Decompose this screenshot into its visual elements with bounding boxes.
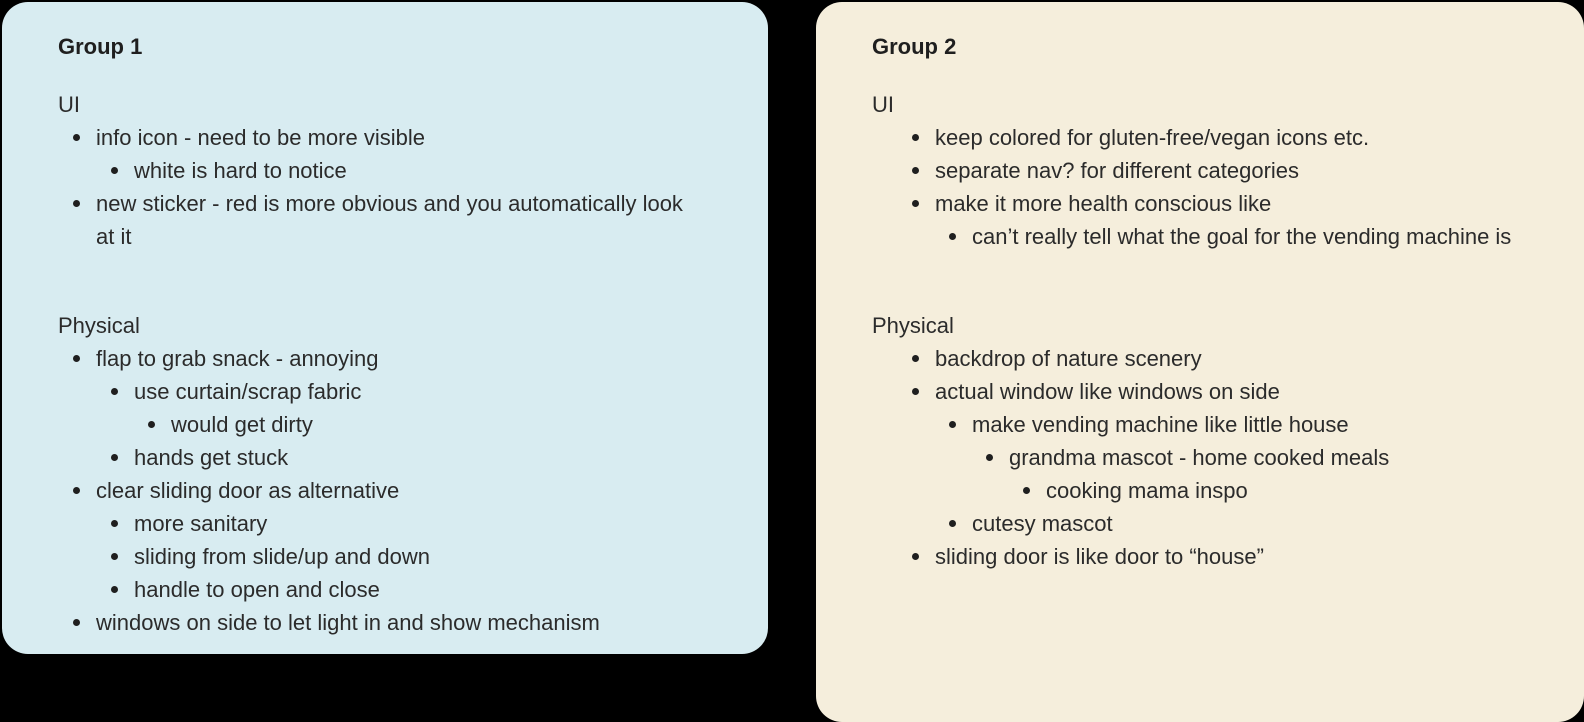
item-text: separate nav? for different categories xyxy=(935,158,1300,183)
bullet-icon xyxy=(73,474,96,507)
bullet-icon xyxy=(912,187,935,220)
list-item: would get dirty xyxy=(148,408,728,441)
list-item: handle to open and close xyxy=(111,573,728,606)
section-label: UI xyxy=(872,92,894,117)
list-item: grandma mascot - home cooked meals xyxy=(986,441,1544,474)
list-item: sliding door is like door to “house” xyxy=(912,540,1544,573)
group-title: Group 1 xyxy=(58,34,143,59)
bullet-icon xyxy=(73,606,96,639)
item-text: backdrop of nature scenery xyxy=(935,346,1202,371)
bullet-icon xyxy=(111,573,134,606)
item-text: sliding door is like door to “house” xyxy=(935,544,1264,569)
section-physical: Physical backdrop of nature scenery actu… xyxy=(872,309,1544,573)
item-text: more sanitary xyxy=(134,511,268,536)
list-item: cutesy mascot xyxy=(949,507,1544,540)
item-text: can’t really tell what the goal for the … xyxy=(972,224,1512,249)
section-physical: Physical flap to grab snack - annoying u… xyxy=(58,309,728,639)
bullet-icon xyxy=(111,540,134,573)
bullet-icon xyxy=(111,154,134,187)
item-text: white is hard to notice xyxy=(134,158,347,183)
item-text: windows on side to let light in and show… xyxy=(96,610,600,635)
section-label: Physical xyxy=(58,313,140,338)
item-text: use curtain/scrap fabric xyxy=(134,379,362,404)
group-1-card[interactable]: Group 1 UI info icon - need to be more v… xyxy=(2,2,768,654)
group-title: Group 2 xyxy=(872,34,957,59)
item-text: clear sliding door as alternative xyxy=(96,478,400,503)
bullet-icon xyxy=(111,375,134,408)
item-text: actual window like windows on side xyxy=(935,379,1280,404)
list-item: flap to grab snack - annoying xyxy=(73,342,728,375)
list-item: hands get stuck xyxy=(111,441,728,474)
bullet-icon xyxy=(148,408,171,441)
bullet-icon xyxy=(986,441,1009,474)
list-item: can’t really tell what the goal for the … xyxy=(949,220,1544,253)
item-text: would get dirty xyxy=(171,412,313,437)
bullet-icon xyxy=(949,507,972,540)
item-text: sliding from slide/up and down xyxy=(134,544,430,569)
item-text: info icon - need to be more visible xyxy=(96,125,425,150)
list-item: keep colored for gluten-free/vegan icons… xyxy=(912,121,1544,154)
list-item: new sticker - red is more obvious and yo… xyxy=(73,187,728,253)
list-item: white is hard to notice xyxy=(111,154,728,187)
item-text: new sticker - red is more obvious and yo… xyxy=(96,191,683,249)
bullet-icon xyxy=(73,342,96,375)
list-item: cooking mama inspo xyxy=(1023,474,1544,507)
bullet-icon xyxy=(912,154,935,187)
list-item: backdrop of nature scenery xyxy=(912,342,1544,375)
section-label: UI xyxy=(58,92,80,117)
bullet-icon xyxy=(73,121,96,154)
bullet-icon xyxy=(912,540,935,573)
group-2-card[interactable]: Group 2 UI keep colored for gluten-free/… xyxy=(816,2,1584,722)
bullet-icon xyxy=(949,408,972,441)
list-item: sliding from slide/up and down xyxy=(111,540,728,573)
bullet-icon xyxy=(111,441,134,474)
list-item: make vending machine like little house xyxy=(949,408,1544,441)
bullet-icon xyxy=(912,342,935,375)
list-item: make it more health conscious like xyxy=(912,187,1544,220)
bullet-icon xyxy=(949,220,972,253)
list-item: actual window like windows on side xyxy=(912,375,1544,408)
list-item: separate nav? for different categories xyxy=(912,154,1544,187)
section-ui: UI keep colored for gluten-free/vegan ic… xyxy=(872,88,1544,253)
item-text: cooking mama inspo xyxy=(1046,478,1248,503)
list-item: info icon - need to be more visible xyxy=(73,121,728,154)
list-item: windows on side to let light in and show… xyxy=(73,606,728,639)
list-item: use curtain/scrap fabric xyxy=(111,375,728,408)
item-text: cutesy mascot xyxy=(972,511,1113,536)
item-text: make vending machine like little house xyxy=(972,412,1349,437)
bullet-icon xyxy=(1023,474,1046,507)
bullet-icon xyxy=(912,375,935,408)
bullet-icon xyxy=(912,121,935,154)
section-label: Physical xyxy=(872,313,954,338)
bullet-icon xyxy=(73,187,96,220)
item-text: grandma mascot - home cooked meals xyxy=(1009,445,1390,470)
item-text: hands get stuck xyxy=(134,445,289,470)
item-text: flap to grab snack - annoying xyxy=(96,346,379,371)
item-text: keep colored for gluten-free/vegan icons… xyxy=(935,125,1370,150)
item-text: handle to open and close xyxy=(134,577,380,602)
item-text: make it more health conscious like xyxy=(935,191,1272,216)
list-item: more sanitary xyxy=(111,507,728,540)
bullet-icon xyxy=(111,507,134,540)
section-ui: UI info icon - need to be more visible w… xyxy=(58,88,728,253)
list-item: clear sliding door as alternative xyxy=(73,474,728,507)
